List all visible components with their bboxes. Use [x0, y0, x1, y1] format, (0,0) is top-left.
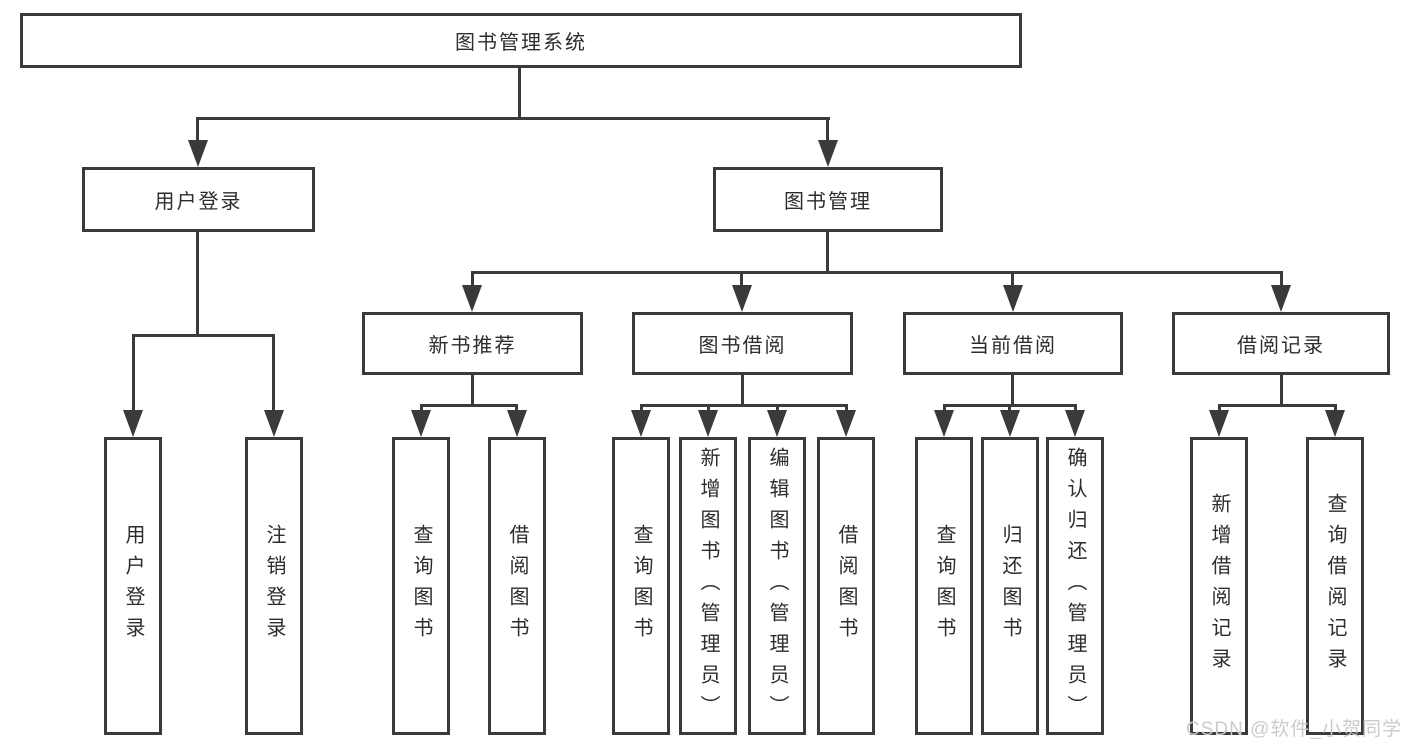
- node-leaf-add-books-admin: 新增图书（管理员）: [679, 437, 737, 735]
- node-label: 用户登录: [154, 191, 243, 213]
- arrowhead-icon: [631, 410, 651, 437]
- arrowhead-icon: [1003, 285, 1023, 312]
- connector-line: [471, 271, 474, 288]
- connector-line: [132, 334, 275, 337]
- connector-line: [1011, 375, 1014, 407]
- connector-line: [826, 117, 829, 150]
- arrowhead-icon: [188, 140, 208, 167]
- node-leaf-borrow-search-books: 查询图书: [612, 437, 670, 735]
- arrowhead-icon: [818, 140, 838, 167]
- arrowhead-icon: [1209, 410, 1229, 437]
- node-label: 查询图书: [410, 524, 432, 648]
- node-new-book-recommend: 新书推荐: [362, 312, 583, 375]
- arrowhead-icon: [934, 410, 954, 437]
- node-label: 图书管理: [784, 191, 872, 213]
- connector-line: [640, 404, 848, 407]
- node-label: 确认归还（管理员）: [1064, 446, 1086, 726]
- connector-line: [1011, 271, 1014, 288]
- node-library-management-system: 图书管理系统: [20, 13, 1022, 68]
- arrowhead-icon: [836, 410, 856, 437]
- connector-line: [420, 404, 423, 414]
- arrowhead-icon: [462, 285, 482, 312]
- arrowhead-icon: [411, 410, 431, 437]
- connector-line: [515, 404, 518, 414]
- node-leaf-add-borrow-record: 新增借阅记录: [1190, 437, 1248, 735]
- node-label: 归还图书: [999, 524, 1021, 648]
- connector-line: [272, 334, 275, 412]
- connector-line: [132, 334, 135, 412]
- node-label: 注销登录: [263, 524, 285, 648]
- csdn-watermark: CSDN @软件_小贺同学: [1186, 719, 1402, 740]
- node-label: 查询借阅记录: [1324, 493, 1346, 679]
- connector-line: [707, 404, 710, 414]
- node-current-borrow: 当前借阅: [903, 312, 1123, 375]
- arrowhead-icon: [698, 410, 718, 437]
- node-label: 新增借阅记录: [1208, 493, 1230, 679]
- connector-line: [1334, 404, 1337, 414]
- node-user-login: 用户登录: [82, 167, 315, 232]
- connector-line: [1074, 404, 1077, 414]
- node-label: 借阅图书: [835, 524, 857, 648]
- node-label: 用户登录: [122, 524, 144, 648]
- connector-line: [471, 271, 1283, 274]
- node-leaf-borrow-books: 借阅图书: [817, 437, 875, 735]
- node-book-management: 图书管理: [713, 167, 943, 232]
- node-label: 借阅图书: [506, 524, 528, 648]
- connector-line: [943, 404, 946, 414]
- node-leaf-user-login: 用户登录: [104, 437, 162, 735]
- arrowhead-icon: [732, 285, 752, 312]
- node-label: 查询图书: [630, 524, 652, 648]
- node-label: 编辑图书（管理员）: [766, 446, 788, 726]
- node-label: 新书推荐: [428, 335, 517, 357]
- connector-line: [741, 375, 744, 407]
- node-leaf-recommend-search-books: 查询图书: [392, 437, 450, 735]
- node-leaf-return-books: 归还图书: [981, 437, 1039, 735]
- node-leaf-confirm-return-admin: 确认归还（管理员）: [1046, 437, 1104, 735]
- node-label: 新增图书（管理员）: [697, 446, 719, 726]
- node-label: 图书借阅: [698, 335, 787, 357]
- node-borrow-records: 借阅记录: [1172, 312, 1390, 375]
- node-leaf-search-borrow-record: 查询借阅记录: [1306, 437, 1364, 735]
- node-leaf-edit-books-admin: 编辑图书（管理员）: [748, 437, 806, 735]
- connector-line: [640, 404, 643, 414]
- arrowhead-icon: [1065, 410, 1085, 437]
- arrowhead-icon: [123, 410, 143, 437]
- connector-line: [776, 404, 779, 414]
- connector-line: [196, 117, 199, 150]
- connector-line: [826, 232, 829, 274]
- arrowhead-icon: [1325, 410, 1345, 437]
- connector-line: [845, 404, 848, 414]
- arrowhead-icon: [767, 410, 787, 437]
- node-label: 当前借阅: [969, 335, 1057, 357]
- node-book-borrow: 图书借阅: [632, 312, 853, 375]
- connector-line: [1280, 375, 1283, 407]
- connector-line: [196, 117, 830, 120]
- node-leaf-current-search-books: 查询图书: [915, 437, 973, 735]
- connector-line: [1218, 404, 1337, 407]
- node-label: 借阅记录: [1237, 335, 1325, 357]
- connector-line: [196, 232, 199, 337]
- node-label: 图书管理系统: [455, 32, 587, 54]
- connector-line: [420, 404, 518, 407]
- connector-line: [471, 375, 474, 407]
- node-leaf-logout: 注销登录: [245, 437, 303, 735]
- arrowhead-icon: [1271, 285, 1291, 312]
- node-leaf-recommend-borrow-books: 借阅图书: [488, 437, 546, 735]
- connector-line: [1280, 271, 1283, 288]
- connector-line: [518, 68, 521, 120]
- arrowhead-icon: [507, 410, 527, 437]
- arrowhead-icon: [264, 410, 284, 437]
- arrowhead-icon: [1000, 410, 1020, 437]
- connector-line: [1008, 404, 1011, 414]
- connector-line: [1218, 404, 1221, 414]
- node-label: 查询图书: [933, 524, 955, 648]
- connector-line: [740, 271, 743, 288]
